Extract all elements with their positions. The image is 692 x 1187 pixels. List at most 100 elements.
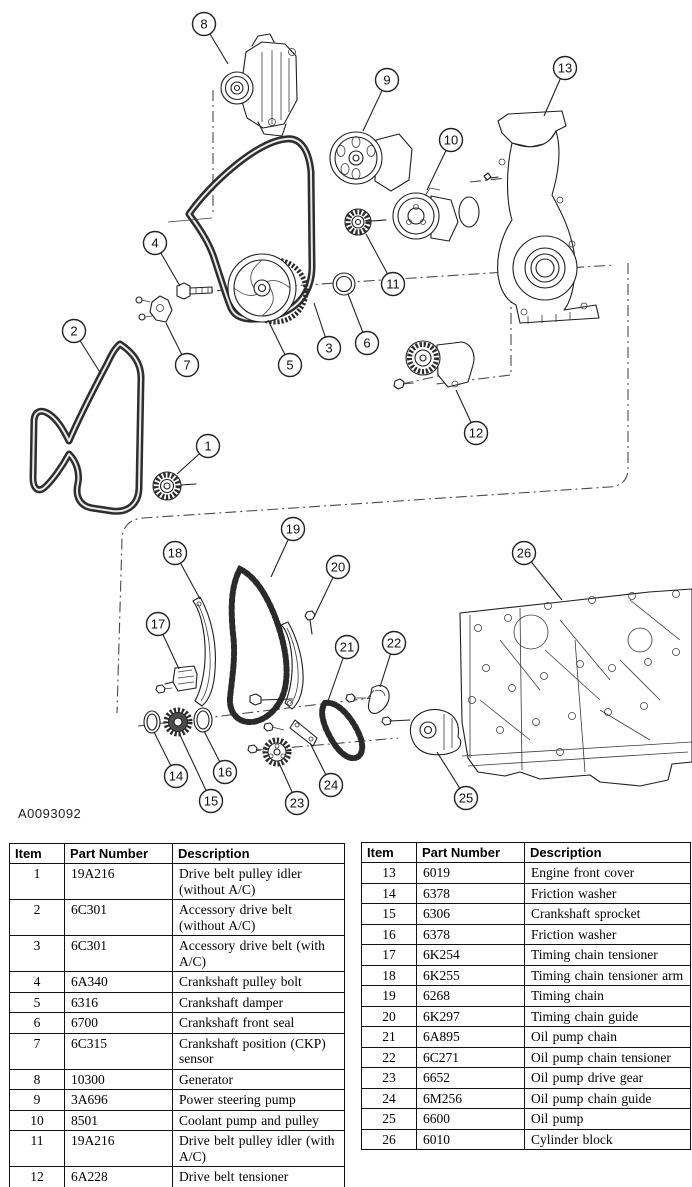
callout-3: [316, 335, 342, 361]
item-number-cell: 12: [9, 1166, 65, 1187]
callout-25-number: 25: [459, 791, 473, 806]
crankshaft-pulley-bolt-drawing: [176, 282, 213, 300]
part-number-cell: 6C315: [64, 1032, 173, 1070]
item-number-cell: 5: [9, 991, 65, 1013]
part-number-cell: 19A216: [64, 863, 173, 900]
table-row: 22 6C271 Oil pump chain tensioner: [361, 1046, 691, 1068]
description-cell: Coolant pump and pulley: [172, 1109, 345, 1131]
callout-4-number: 4: [151, 236, 158, 251]
part-number-cell: 6K254: [416, 944, 525, 966]
generator-drawing: [220, 33, 298, 137]
item-number-cell: 6: [9, 1012, 65, 1034]
part-number-cell: 6C301: [64, 899, 173, 936]
callout-8: [191, 11, 217, 37]
callout-15-number: 15: [204, 794, 218, 809]
part-number-cell: 10300: [64, 1068, 173, 1090]
description-cell: Accessory drive belt (with A/C): [172, 935, 345, 972]
table-row: 19 6268 Timing chain: [361, 985, 691, 1007]
guide-bolt-drawing: [249, 693, 293, 706]
callout-6: [354, 330, 380, 356]
callout-21-number: 21: [340, 640, 354, 655]
part-number-cell: 19A216: [64, 1130, 173, 1167]
table-row: 14 6378 Friction washer: [361, 882, 691, 904]
col-header-item: Item: [361, 842, 417, 863]
table-row: 20 6K297 Timing chain guide: [361, 1005, 691, 1027]
idler-pulley-without-ac-drawing: [152, 471, 197, 501]
description-cell: Oil pump chain tensioner: [524, 1046, 691, 1068]
callout-24: [318, 772, 344, 798]
idler-pulley-with-ac-drawing: [344, 208, 387, 236]
callout-5: [277, 352, 303, 378]
callout-1-number: 1: [204, 439, 211, 454]
description-cell: Accessory drive belt (without A/C): [172, 899, 345, 936]
col-header-description: Description: [172, 843, 345, 864]
crankshaft-damper-drawing: [227, 253, 309, 325]
description-cell: Power steering pump: [172, 1089, 345, 1111]
right-table-body: 13 6019 Engine front cover 14 6378 Frict…: [361, 862, 691, 1150]
part-number-cell: 6306: [416, 903, 525, 925]
item-number-cell: 23: [361, 1067, 417, 1089]
description-cell: Crankshaft front seal: [172, 1012, 345, 1034]
part-number-cell: 3A696: [64, 1089, 173, 1111]
callout-20: [325, 554, 351, 580]
callout-17: [145, 611, 171, 637]
table-row: 21 6A895 Oil pump chain: [361, 1026, 691, 1048]
callout-24-number: 24: [324, 778, 338, 793]
callout-18-number: 18: [168, 546, 182, 561]
item-number-cell: 7: [9, 1032, 65, 1070]
item-number-cell: 10: [9, 1109, 65, 1131]
item-number-cell: 15: [361, 903, 417, 925]
ckp-sensor-drawing: [135, 295, 173, 323]
part-number-cell: 6C301: [64, 935, 173, 972]
callout-25: [453, 785, 479, 811]
description-cell: Timing chain: [524, 985, 691, 1007]
item-number-cell: 19: [361, 985, 417, 1007]
part-number-cell: 6652: [416, 1067, 525, 1089]
item-number-cell: 1: [9, 863, 65, 900]
description-cell: Generator: [172, 1068, 345, 1090]
part-number-cell: 6A895: [416, 1026, 525, 1048]
callout-13-number: 13: [558, 61, 572, 76]
callout-7-number: 7: [183, 358, 190, 373]
timing-chain-tensioner-arm-drawing: [192, 596, 216, 707]
engine-front-cover-drawing: [483, 110, 600, 324]
part-number-cell: 6A228: [64, 1166, 173, 1187]
description-cell: Oil pump chain guide: [524, 1087, 691, 1109]
col-header-description: Description: [524, 842, 691, 863]
part-number-cell: 8501: [64, 1109, 173, 1131]
callout-19-number: 19: [286, 522, 300, 537]
table-row: 7 6C315 Crankshaft position (CKP) sensor: [9, 1032, 345, 1070]
description-cell: Cylinder block: [524, 1128, 691, 1150]
part-number-cell: 6268: [416, 985, 525, 1007]
part-number-cell: 6M256: [416, 1087, 525, 1109]
coolant-pump-drawing: [392, 187, 480, 242]
callout-1: [195, 433, 221, 459]
callout-26: [511, 540, 537, 566]
table-row: 26 6010 Cylinder block: [361, 1128, 691, 1150]
callout-11-number: 11: [386, 277, 400, 292]
callout-10: [438, 127, 464, 153]
item-number-cell: 8: [9, 1068, 65, 1090]
description-cell: Oil pump: [524, 1108, 691, 1130]
item-number-cell: 26: [361, 1128, 417, 1150]
description-cell: Crankshaft sprocket: [524, 903, 691, 925]
callout-14-number: 14: [169, 769, 183, 784]
description-cell: Crankshaft position (CKP) sensor: [172, 1032, 345, 1070]
description-cell: Friction washer: [524, 882, 691, 904]
description-cell: Crankshaft pulley bolt: [172, 971, 345, 993]
part-number-cell: 6316: [64, 991, 173, 1013]
callout-15: [198, 788, 224, 814]
item-number-cell: 13: [361, 862, 417, 884]
item-number-cell: 24: [361, 1087, 417, 1109]
friction-washer-14-drawing: [143, 710, 161, 734]
cylinder-block-drawing: [459, 588, 692, 787]
item-number-cell: 21: [361, 1026, 417, 1048]
part-number-cell: 6019: [416, 862, 525, 884]
col-header-item: Item: [9, 843, 65, 864]
drive-belt-tensioner-drawing: [393, 340, 475, 390]
callout-20-number: 20: [331, 560, 345, 575]
description-cell: Oil pump drive gear: [524, 1067, 691, 1089]
table-row: 15 6306 Crankshaft sprocket: [361, 903, 691, 925]
